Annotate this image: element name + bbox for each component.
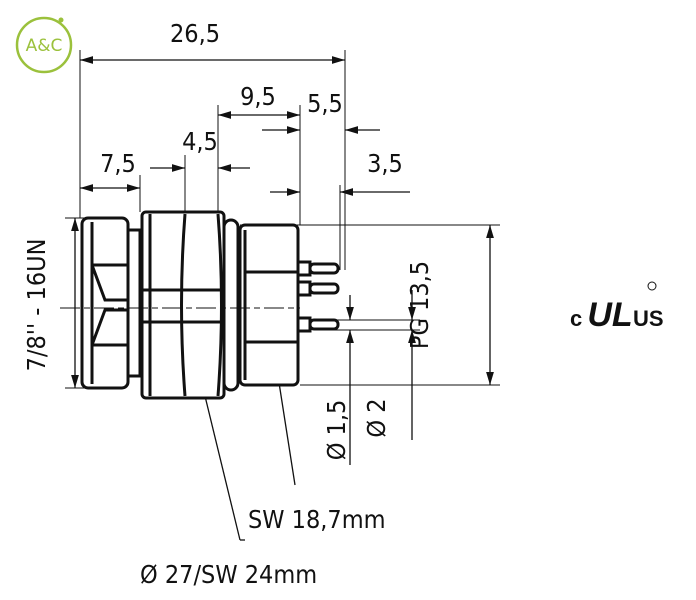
dim-body-hex-width: 4,5 xyxy=(182,127,218,156)
dim-thread: 7/8'' - 16UN xyxy=(22,239,51,372)
dim-overall-length: 26,5 xyxy=(170,19,220,48)
dim-pin-protrusion: 3,5 xyxy=(367,149,403,178)
dim-pin-length: 5,5 xyxy=(307,89,343,118)
company-logo: A&C xyxy=(15,16,73,74)
ul-logo: UL xyxy=(587,296,632,334)
ul-us-label: US xyxy=(633,306,664,331)
dim-rear-wrench: SW 18,7mm xyxy=(248,505,386,534)
connector-body xyxy=(80,210,340,400)
dim-front-length: 7,5 xyxy=(100,149,136,178)
dim-pin-dia-large: Ø 2 xyxy=(362,398,391,437)
dim-front-wrench: Ø 27/SW 24mm xyxy=(140,560,317,589)
logo-text: A&C xyxy=(26,36,63,56)
dim-pin-dia-small: Ø 1,5 xyxy=(322,400,351,461)
ul-certification-mark: c UL US xyxy=(570,281,664,334)
dim-rear-length: 9,5 xyxy=(240,82,276,111)
ul-c-label: c xyxy=(570,306,582,331)
dim-pg-thread: PG 13,5 xyxy=(405,261,434,349)
